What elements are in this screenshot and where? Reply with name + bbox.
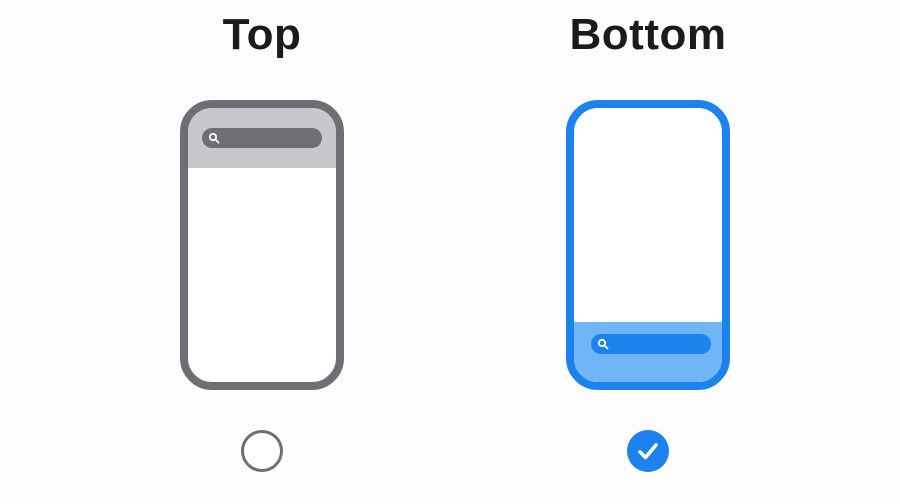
search-icon <box>208 132 220 144</box>
option-top[interactable]: Top <box>152 0 372 504</box>
option-bottom[interactable]: Bottom <box>538 0 758 504</box>
radio-top-unselected[interactable] <box>241 430 283 472</box>
checkmark-icon <box>638 443 658 460</box>
search-icon <box>597 338 609 350</box>
phone-preview-bottom[interactable] <box>566 100 730 390</box>
bottom-address-bar <box>574 322 722 382</box>
top-address-bar <box>188 108 336 168</box>
option-top-title: Top <box>222 10 302 59</box>
radio-bottom-selected[interactable] <box>627 430 669 472</box>
option-bottom-title: Bottom <box>569 10 727 59</box>
search-field-preview <box>202 128 322 148</box>
phone-preview-top[interactable] <box>180 100 344 390</box>
search-field-preview <box>591 334 711 354</box>
